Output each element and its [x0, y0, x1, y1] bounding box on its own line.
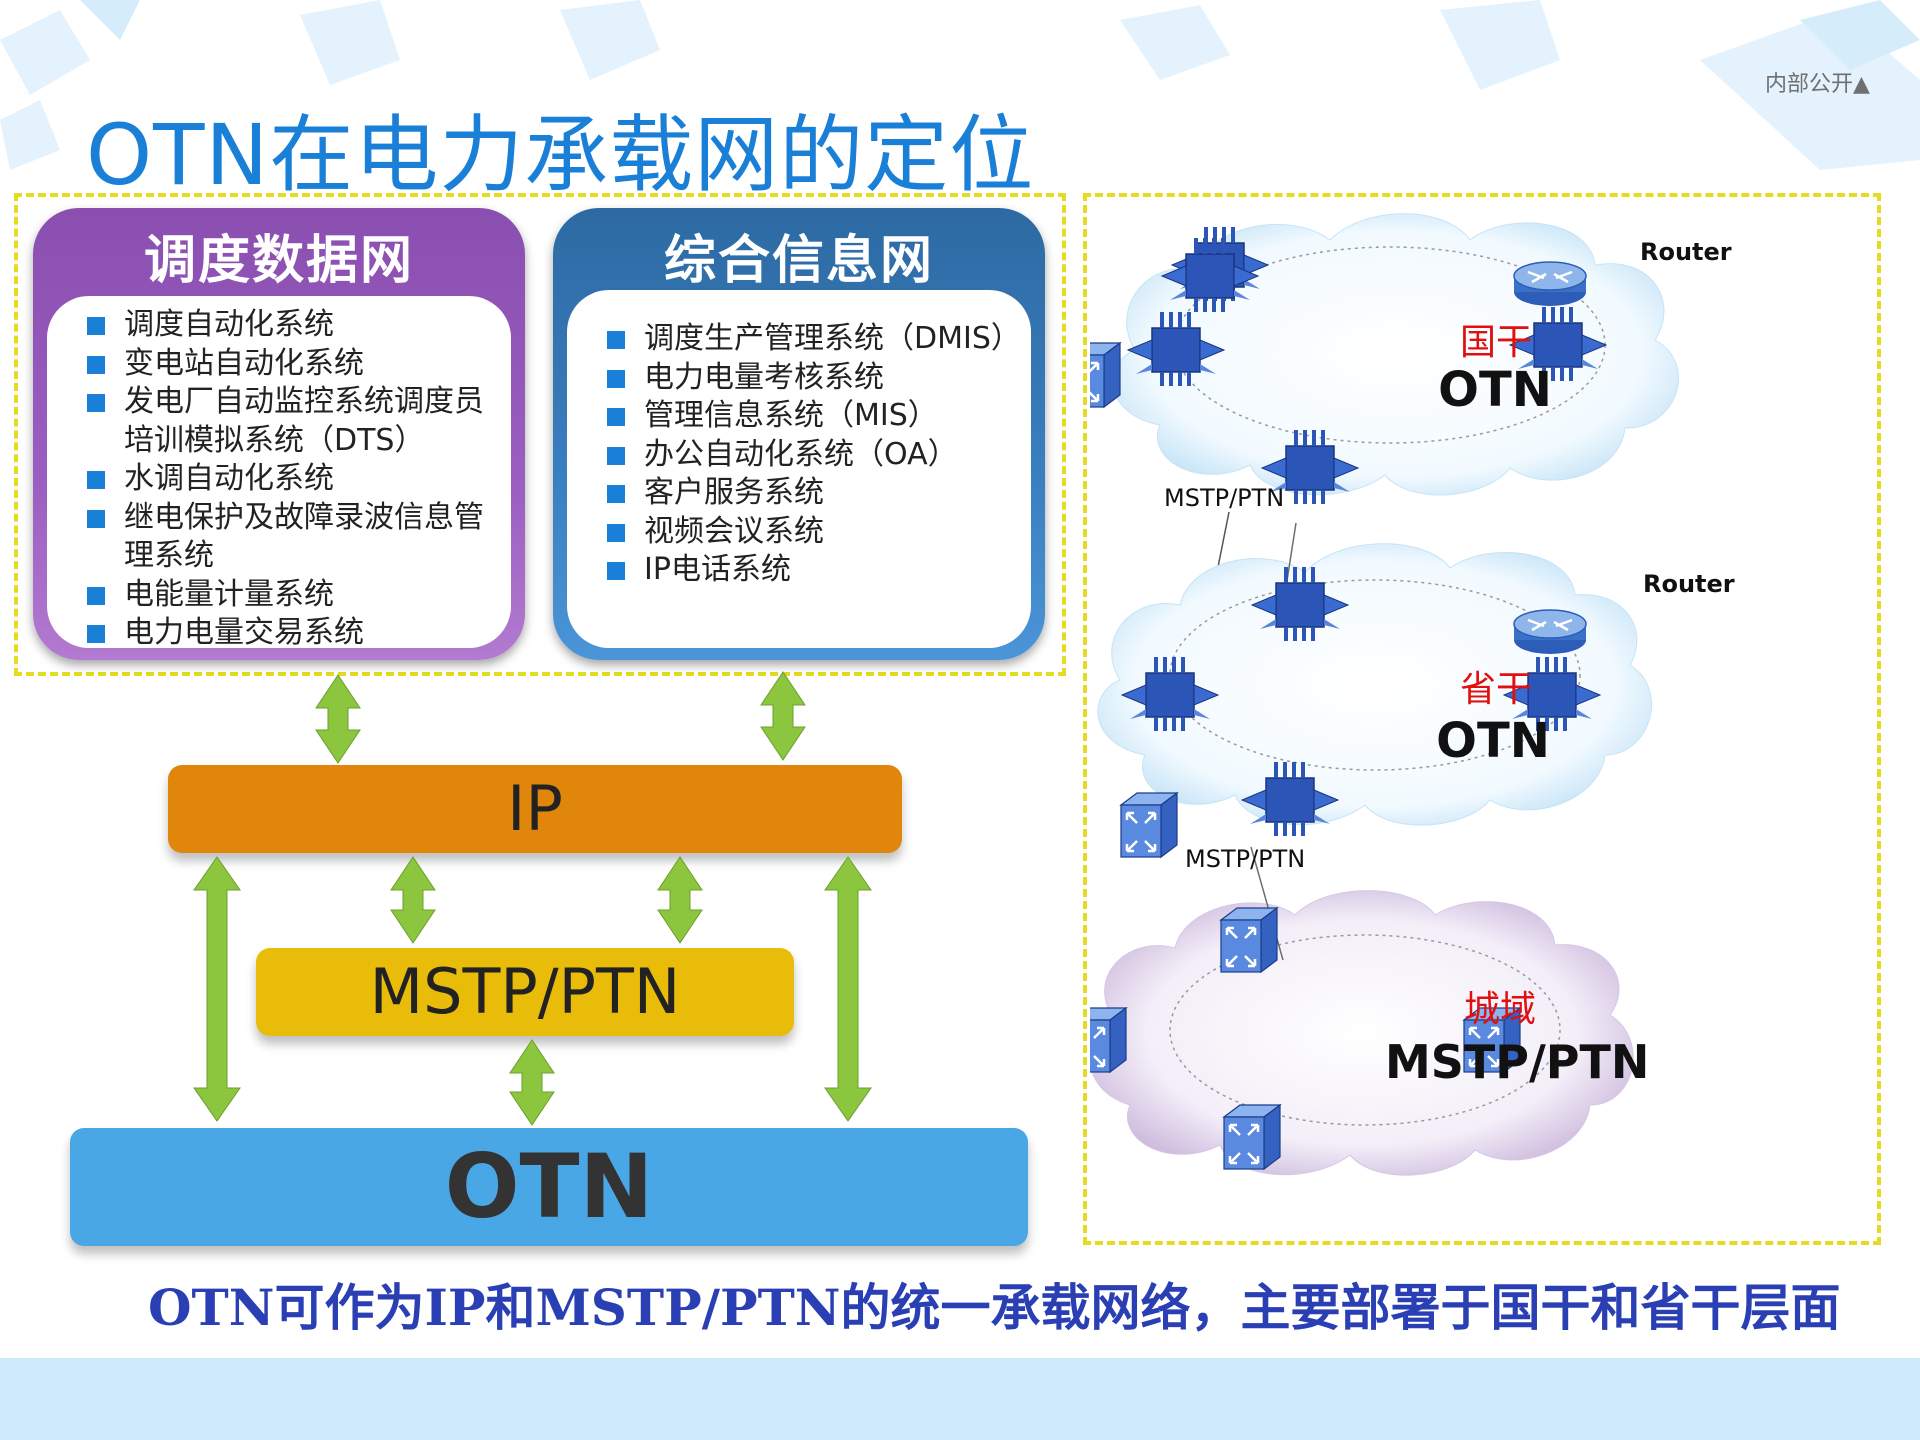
- list-item: 电能量计量系统: [87, 576, 487, 615]
- metro-cloud: [1090, 890, 1634, 1176]
- mstp-switch-icon: [1222, 1103, 1282, 1171]
- right-dashed-frame: [1083, 193, 1881, 1245]
- otn-layer-bar: OTN: [70, 1128, 1028, 1246]
- list-item: 客户服务系统: [607, 474, 1007, 513]
- list-item: 水调自动化系统: [87, 460, 487, 499]
- classification-tag: 内部公开▲: [1765, 72, 1870, 97]
- list-item: 视频会议系统: [607, 513, 1007, 552]
- national-edge-label: MSTP/PTN: [1164, 484, 1285, 512]
- router-label: Router: [1643, 570, 1735, 598]
- otn-layer-label: OTN: [444, 1135, 654, 1238]
- national-tech-label: OTN: [1438, 362, 1552, 418]
- mstp-switch-icon: [1090, 341, 1122, 409]
- provincial-region-label: 省干: [1460, 669, 1533, 710]
- left-dashed-frame: [14, 193, 1066, 676]
- metro-region-label: 城域: [1463, 989, 1536, 1030]
- double-arrow: [824, 856, 872, 1122]
- double-arrow: [193, 856, 241, 1122]
- router-icon: [1512, 260, 1588, 308]
- panel-title: 综合信息网: [663, 231, 934, 291]
- mstp-switch-icon: [1219, 906, 1279, 974]
- double-arrow: [657, 856, 703, 944]
- ip-layer-bar: IP: [168, 765, 902, 853]
- panel-body: 调度生产管理系统（DMIS）电力电量考核系统管理信息系统（MIS）办公自动化系统…: [567, 290, 1031, 648]
- list-item: 继电保护及故障录波信息管理系统: [87, 499, 487, 576]
- provincial-cloud: [1097, 543, 1653, 826]
- router-icon: [1512, 608, 1588, 656]
- national-region-label: 国干: [1460, 322, 1533, 363]
- double-arrow: [315, 674, 361, 764]
- mstp-switch-icon: [1090, 1006, 1128, 1074]
- integrated-information-network-panel: 综合信息网 调度生产管理系统（DMIS）电力电量考核系统管理信息系统（MIS）办…: [553, 208, 1045, 660]
- list-item: 管理信息系统（MIS）: [607, 397, 1007, 436]
- caption: OTN可作为IP和MSTP/PTN的统一承载网络，主要部署于国干和省干层面: [148, 1278, 1841, 1337]
- mstp-ptn-layer-label: MSTP/PTN: [369, 955, 681, 1028]
- list-item: 调度自动化系统: [87, 306, 487, 345]
- list-item: 办公自动化系统（OA）: [607, 436, 1007, 475]
- arrows-layer: [193, 671, 872, 1126]
- dispatch-data-network-panel: 调度数据网 调度自动化系统变电站自动化系统发电厂自动监控系统调度员培训模拟系统（…: [33, 208, 525, 660]
- double-arrow: [390, 856, 436, 944]
- router-label: Router: [1640, 238, 1732, 266]
- network-topology-diagram: [1090, 213, 1679, 1176]
- panel-title: 调度数据网: [143, 231, 414, 291]
- provincial-edge-label: MSTP/PTN: [1185, 845, 1306, 873]
- list-item: 电力电量交易系统: [87, 614, 487, 653]
- list-item: 发电厂自动监控系统调度员培训模拟系统（DTS）: [87, 383, 487, 460]
- list-item: IP电话系统: [607, 551, 1007, 590]
- double-arrow: [509, 1039, 555, 1126]
- list-item: 变电站自动化系统: [87, 345, 487, 384]
- ip-layer-label: IP: [507, 772, 563, 845]
- page-title: OTN在电力承载网的定位: [86, 106, 1035, 204]
- panel-body: 调度自动化系统变电站自动化系统发电厂自动监控系统调度员培训模拟系统（DTS）水调…: [47, 296, 511, 650]
- mstp-switch-icon: [1119, 791, 1179, 859]
- list-item: 调度生产管理系统（DMIS）: [607, 320, 1021, 359]
- bottom-band: [0, 1358, 1920, 1440]
- list-item: 电力电量考核系统: [607, 359, 1007, 398]
- double-arrow: [760, 671, 806, 761]
- metro-tech-label: MSTP/PTN: [1385, 1035, 1650, 1089]
- mstp-ptn-layer-bar: MSTP/PTN: [256, 948, 794, 1036]
- provincial-tech-label: OTN: [1436, 713, 1550, 769]
